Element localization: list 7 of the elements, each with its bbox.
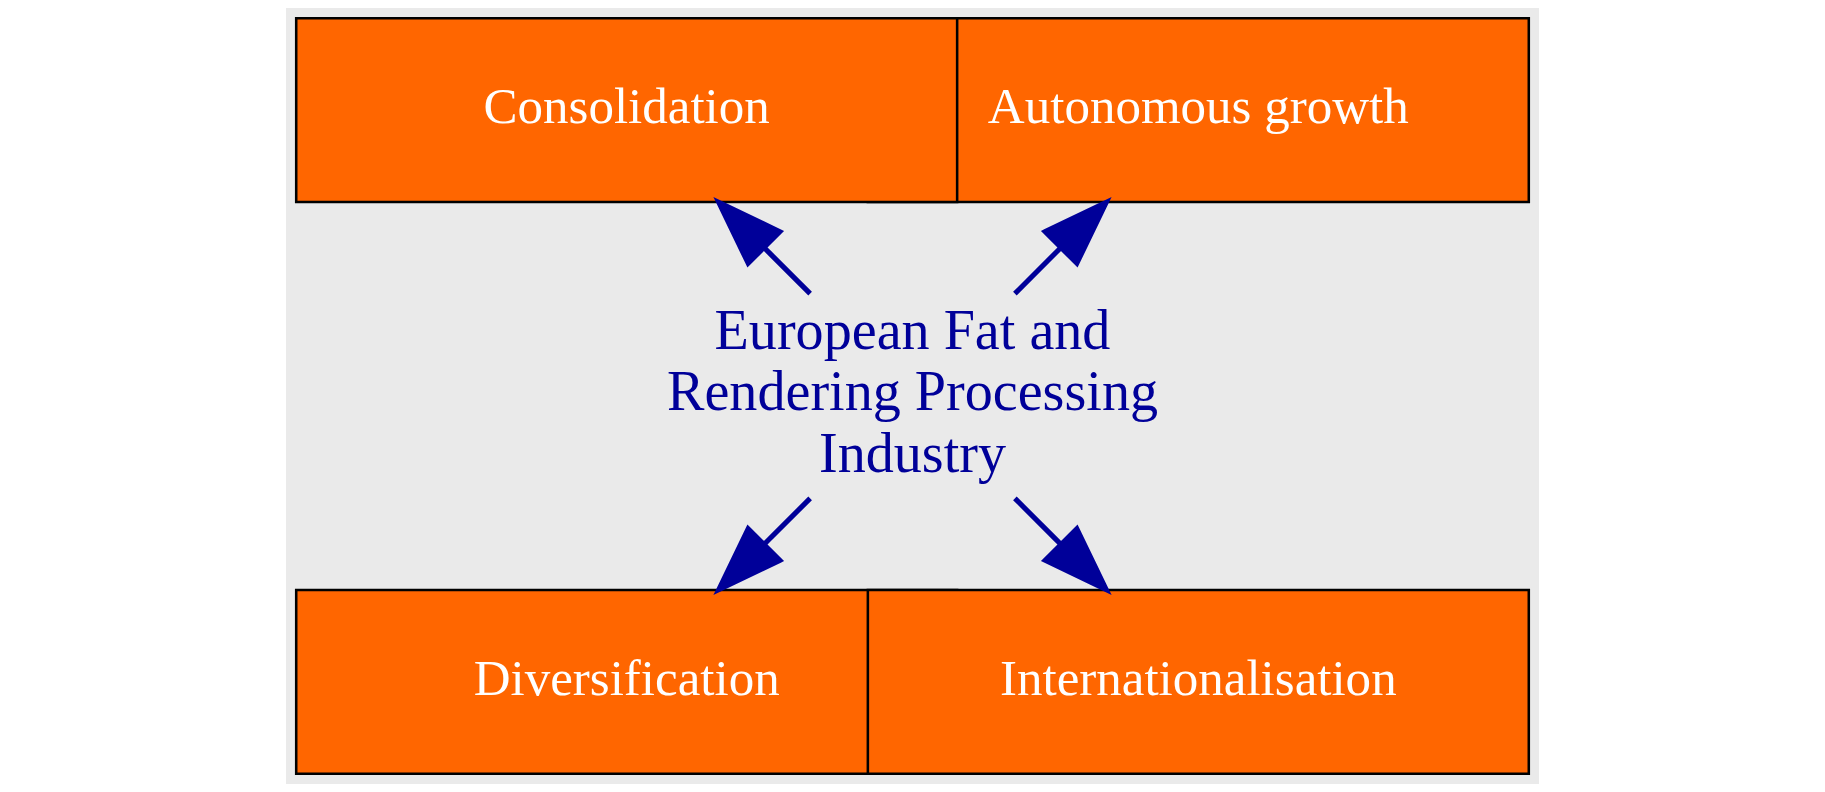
arrow bbox=[713, 496, 812, 596]
node-text: European Fat and Rendering Processing Industry bbox=[667, 299, 1159, 484]
arrow bbox=[713, 196, 812, 296]
node-box: Consolidation bbox=[294, 17, 959, 204]
arrow bbox=[1013, 196, 1112, 296]
arrow bbox=[1013, 496, 1112, 596]
node-box: Internationalisation bbox=[866, 588, 1531, 775]
